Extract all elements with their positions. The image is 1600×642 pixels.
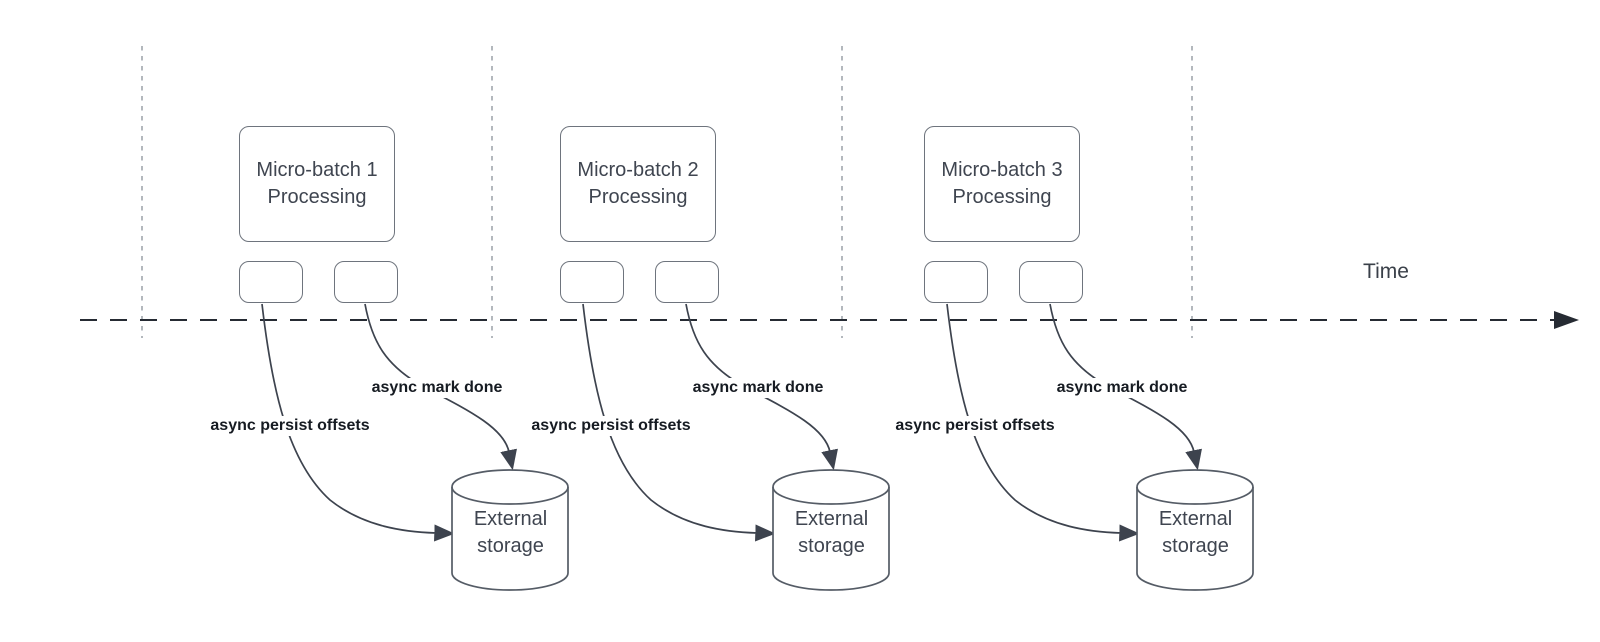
micro-batch-box: Micro-batch 3 Processing xyxy=(924,126,1080,242)
time-axis-arrowhead-icon xyxy=(1554,311,1579,329)
mark-done-mini-box xyxy=(334,261,398,303)
persist-offsets-label: async persist offsets xyxy=(891,416,1059,436)
external-storage-cylinder xyxy=(772,469,890,591)
time-axis xyxy=(80,311,1579,329)
external-storage-label: External storage xyxy=(473,508,548,557)
persist-offsets-mini-box xyxy=(924,261,988,303)
external-storage-cylinder xyxy=(1136,469,1254,591)
mark-done-mini-box xyxy=(655,261,719,303)
external-storage-cylinder xyxy=(451,469,569,591)
mark-done-label: async mark done xyxy=(688,378,828,398)
external-storage-label: External storage xyxy=(794,508,869,557)
mark-done-label: async mark done xyxy=(1052,378,1192,398)
mark-done-mini-box xyxy=(1019,261,1083,303)
persist-offsets-arrow xyxy=(582,303,776,542)
time-label: Time xyxy=(1363,260,1409,283)
persist-offsets-mini-box xyxy=(560,261,624,303)
time-divider-lines xyxy=(141,46,1193,338)
micro-batch-box: Micro-batch 1 Processing xyxy=(239,126,395,242)
persist-offsets-label: async persist offsets xyxy=(527,416,695,436)
external-storage-label: External storage xyxy=(1158,508,1233,557)
persist-offsets-arrow xyxy=(261,303,455,542)
persist-offsets-arrow xyxy=(946,303,1140,542)
mark-done-label: async mark done xyxy=(367,378,507,398)
persist-offsets-mini-box xyxy=(239,261,303,303)
batch-3-graphics xyxy=(946,303,1254,591)
micro-batch-box: Micro-batch 2 Processing xyxy=(560,126,716,242)
persist-offsets-label: async persist offsets xyxy=(206,416,374,436)
